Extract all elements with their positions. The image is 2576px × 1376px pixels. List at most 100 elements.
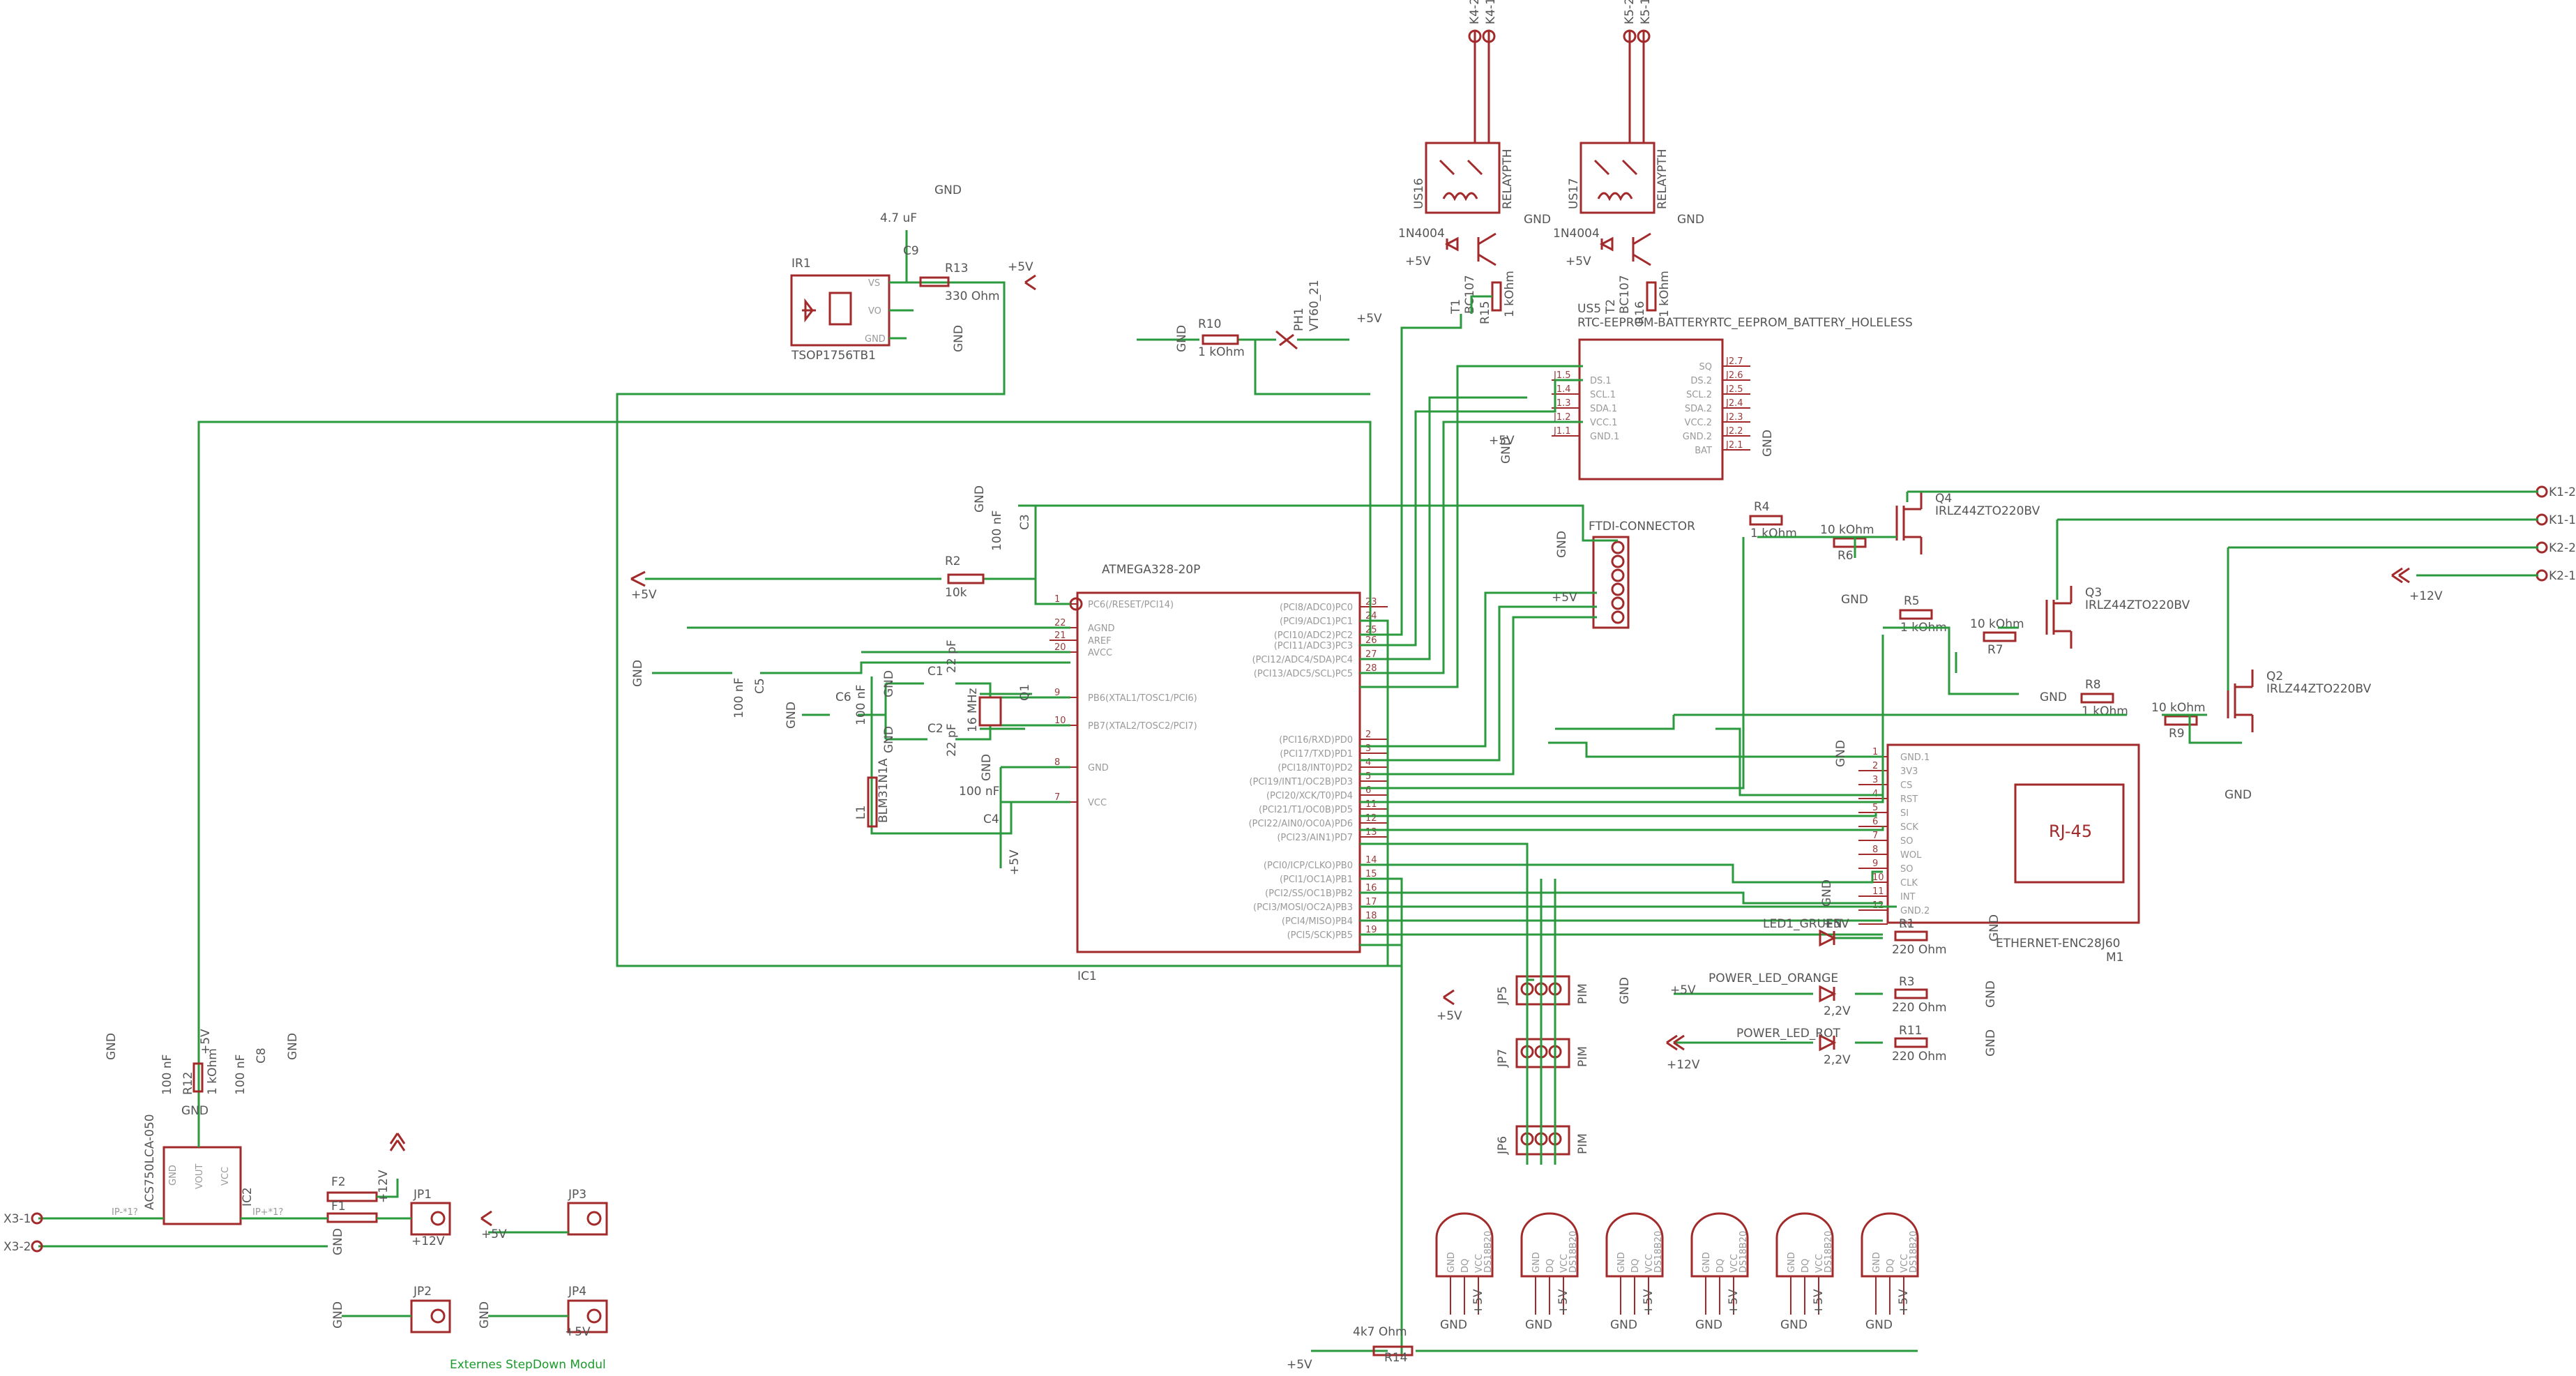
mcu-pin-number: 14 [1365,855,1377,865]
jumper-jp4-label: JP4 [568,1285,586,1299]
c5-gnd-label: GND [631,660,645,687]
relay-transistor-type: BC107 [1618,275,1632,314]
mcu-pin-number: 5 [1365,771,1371,782]
sensor-type: DS18B20 [1738,1231,1749,1273]
sensor-gnd-label: GND [1525,1318,1552,1332]
led-label: POWER_LED_ORANGE [1709,971,1838,985]
ftdi-gnd-label: GND [1555,531,1569,558]
sensor-pin-name: VCC [1900,1254,1910,1273]
rtc-pin-name: DS.2 [1690,376,1712,386]
mcu-pin-number: 10 [1054,716,1066,726]
rtc-pin-name: SQ [1699,362,1712,372]
rtc-pin-number: J2.3 [1725,412,1743,423]
current-sensor-pin-ipp: IP+*1? [252,1207,283,1218]
rtc-pin-name: VCC.1 [1590,418,1617,428]
photo-ph-value: VT60_21 [1308,280,1321,331]
rtc-pin-name: VCC.2 [1685,418,1712,428]
jumper-jp2-label: JP2 [413,1285,432,1299]
sensor-pin-name: GND [1616,1252,1627,1273]
rtc-pin-number: J2.7 [1725,356,1743,367]
photo-sensor: R10 1 kOhm PH1 VT60_21 [1198,280,1321,359]
output-terminal-icon [2536,541,2548,554]
eth-pin-name: WOL [1900,850,1922,861]
mcu-right-pins: 23(PCI8/ADC0)PC024(PCI9/ADC1)PC125(PCI10… [1248,597,1388,941]
mcu-pin-name: (PCI5/SCK)PB5 [1287,930,1353,941]
relay-body [1425,142,1501,214]
ir-supply-arrow [1024,274,1036,291]
mcu-pin-name: AREF [1088,636,1112,647]
sensor-type: DS18B20 [1568,1231,1579,1273]
jp2-gnd-label: GND [331,1301,345,1329]
sensor-type: DS18B20 [1483,1231,1494,1273]
c1-gnd-label: GND [882,670,896,697]
pir-connector [1515,975,1570,1006]
r12-name: R12 [181,1072,195,1095]
led-label: LED1_GRUEN [1763,917,1842,931]
ir-pin-vs: VS [868,278,880,289]
eth-pin-name: CS [1900,780,1912,791]
jumper-jp1-label: JP1 [413,1188,432,1202]
mosfet-pd-resistor [1833,537,1867,548]
mosfet-gate-resistor [1899,609,1933,620]
rj45-label: RJ-45 [2049,822,2092,841]
relay-resistor-name: R16 [1633,301,1647,324]
sensor-pin-name: VCC [1644,1254,1655,1273]
output-terminal-icon [2536,569,2548,582]
sensor-gnd-label: GND [1865,1318,1893,1332]
sensor-pin-name: DQ [1460,1259,1471,1273]
output-label: K2-1 [2549,569,2576,583]
mcu-pin-number: 16 [1365,883,1377,893]
fuse-f2-label: F2 [331,1175,346,1189]
mosfet-pd-r-name: R7 [1987,643,2003,657]
output-label: K2-2 [2549,541,2576,555]
jp3-supply-label: +5V [481,1227,507,1241]
mcu-pin-number: 13 [1365,827,1377,838]
eth-pin-number: 5 [1872,803,1878,813]
photo-gnd-label: GND [1175,325,1189,352]
mcu-pin-number: 19 [1365,925,1377,935]
output-label: K1-1 [2549,513,2576,527]
current-sensor-pin-vout: VOUT [195,1164,205,1189]
rtc-pin-name: DS.1 [1590,376,1612,386]
eth-pin-number: 2 [1872,761,1878,771]
mcu-pin-name: (PCI22/AIN0/OC0A)PD6 [1248,819,1353,829]
mcu-pin-name: (PCI11/ADC3)PC3 [1274,641,1353,651]
led-resistor [1894,1037,1928,1048]
rtc-right-pins: J2.7SQJ2.6DS.2J2.5SCL.2J2.4SDA.2J2.3VCC.… [1683,356,1750,456]
mosfet-name: Q3 [2085,586,2102,600]
rtc-pin-number: J2.1 [1725,440,1743,451]
eth-pin-name: RST [1900,794,1918,805]
eth-pin-number: 7 [1872,831,1878,841]
mcu-gnd-label: GND [980,754,994,781]
eth-pin-name: SI [1900,808,1909,819]
eth-pin-name: 3V3 [1900,766,1918,777]
mcu-name: IC1 [1077,969,1097,983]
reset-supply-label: +5V [631,588,657,602]
relay2-gnd-label: GND [1677,213,1704,227]
led-resistor [1894,930,1928,942]
relay-terminal-icon [1637,29,1651,43]
eth-pin-number: 11 [1872,886,1884,897]
c2-gnd-label: GND [882,726,896,753]
r2-value: 10k [945,586,967,600]
ftdi-connector: FTDI-CONNECTOR [1589,520,1695,629]
mcu-pin-number: 21 [1054,630,1066,641]
relay1-gnd-label: GND [1524,213,1551,227]
relay-type: RELAYPTH [1656,149,1669,209]
mcu-pin-name: PB7(XTAL2/TOSC2/PCI7) [1088,721,1197,732]
c6-name: C6 [835,690,851,704]
cs-gnd-label: GND [181,1104,209,1118]
c3-name: C3 [1018,514,1032,530]
mcu-pin-name: (PCI4/MISO)PB4 [1282,916,1353,927]
ftdi-body [1592,536,1630,629]
output-terminal-icon [2536,485,2548,498]
jumper-jp3 [567,1202,608,1236]
c1-value: 22 pF [945,640,959,673]
led-resistor [1894,988,1928,999]
pir-connector [1515,1038,1570,1068]
relay-resistor-name: R15 [1478,301,1492,324]
sensor-pin-name: DQ [1545,1259,1556,1273]
eth-pin-number: 1 [1872,747,1878,757]
